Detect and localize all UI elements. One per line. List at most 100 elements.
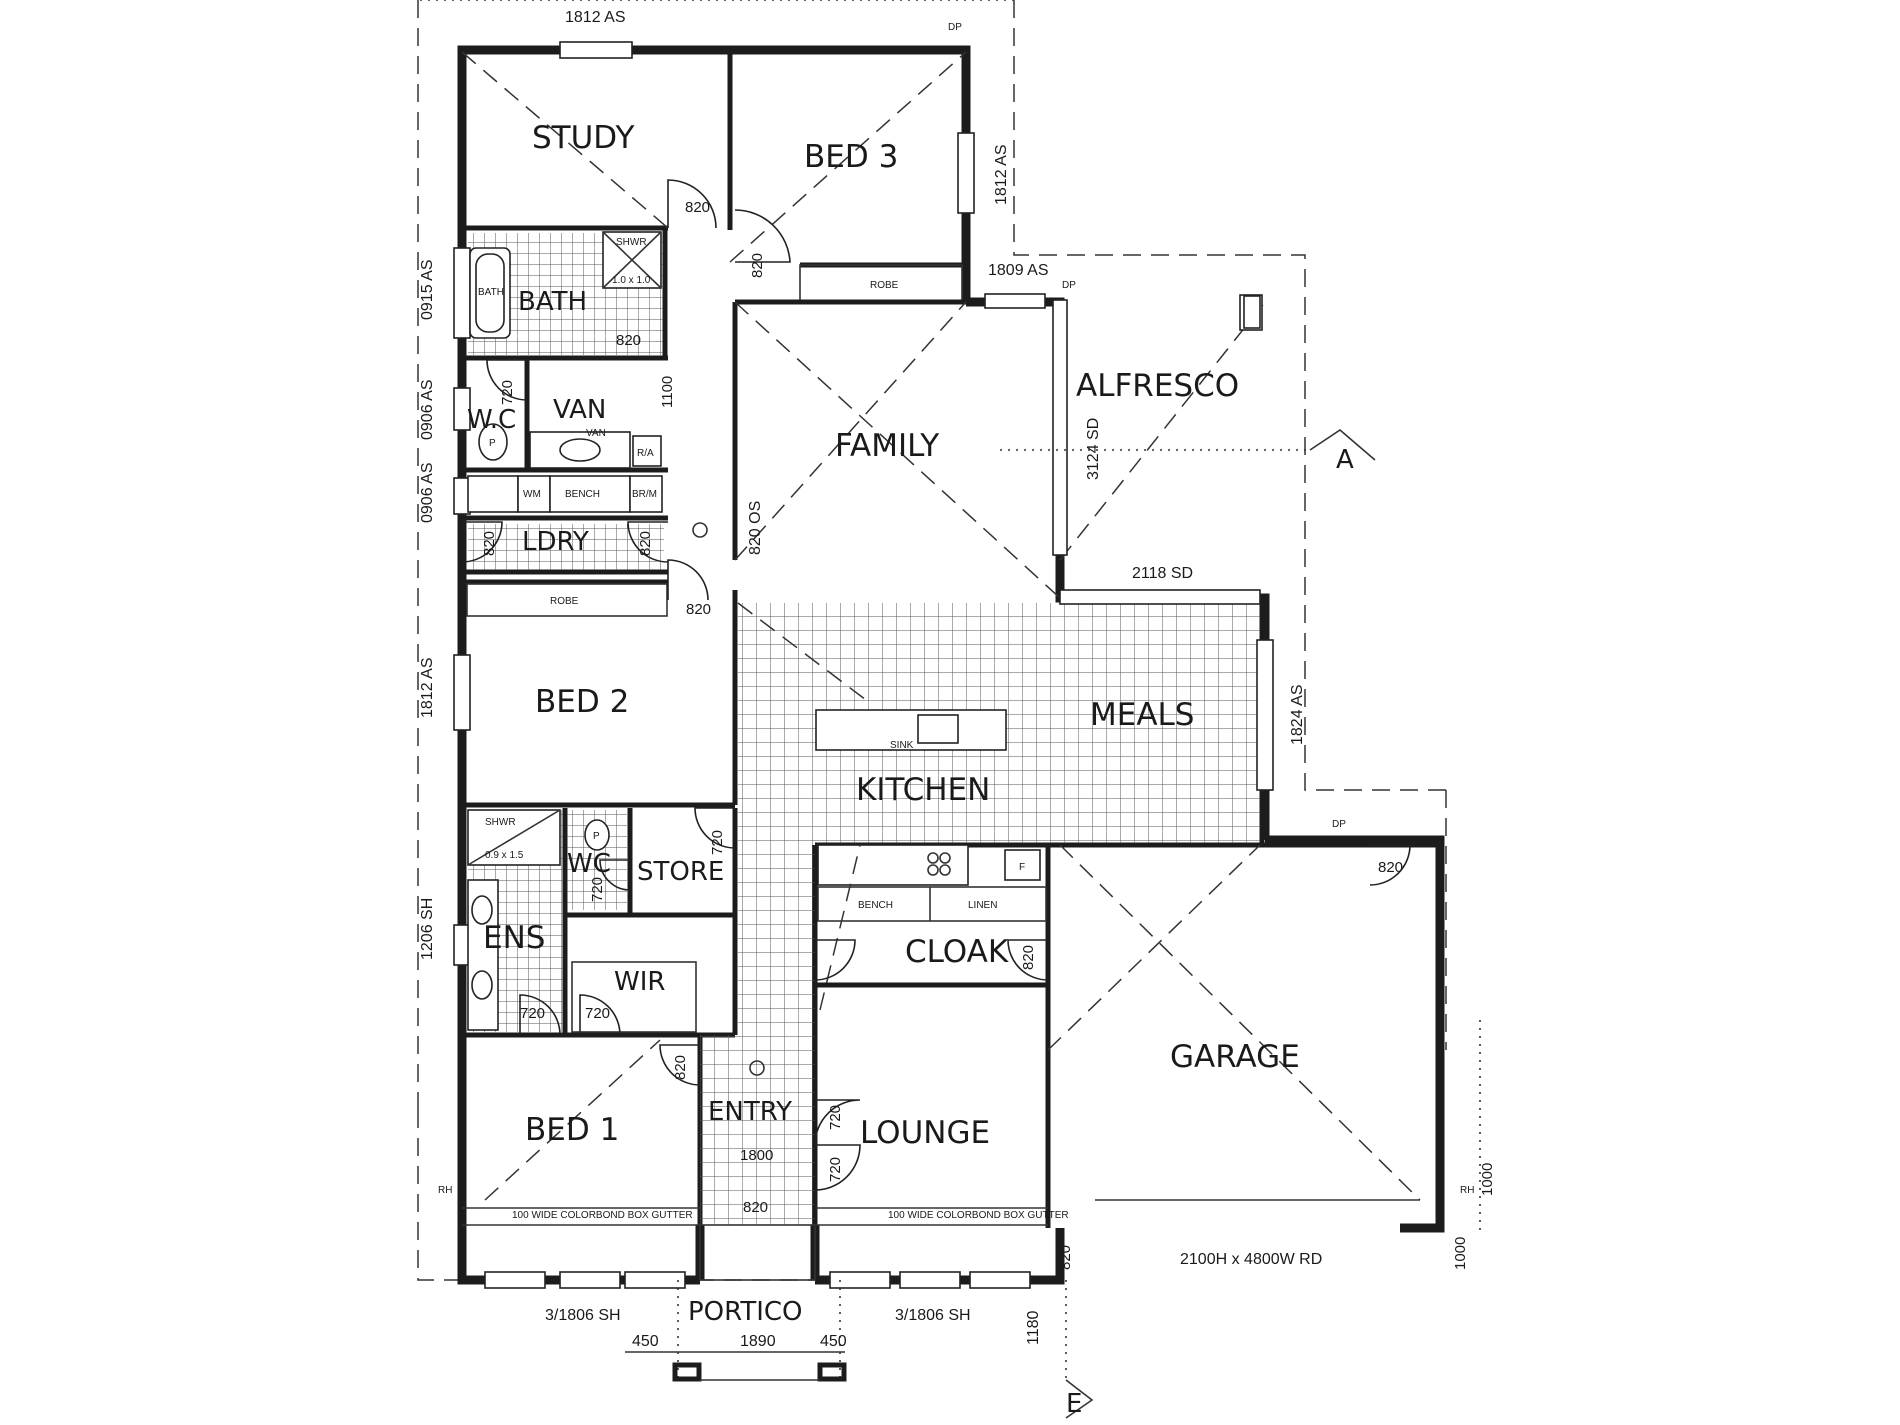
dim-portico-right: 450 [820, 1333, 847, 1350]
door-cloak: 820 [1020, 945, 1037, 970]
room-van: VAN [553, 395, 606, 425]
door-wc: 720 [499, 380, 516, 405]
room-portico: PORTICO [688, 1297, 803, 1327]
dim-garage-door: 2100H x 4800W RD [1180, 1251, 1322, 1268]
room-ldry: LDRY [522, 527, 589, 557]
windows [453, 41, 1274, 1289]
linen-label: LINEN [968, 900, 997, 911]
bath-tub-label: BATH [478, 287, 504, 298]
dim-portico-depth: 1180 [1025, 1310, 1042, 1345]
door-garage: 820 [1378, 859, 1403, 876]
robe-bed2-label: ROBE [550, 596, 579, 607]
door-lounge-1: 720 [827, 1105, 844, 1130]
door-bed2: 820 [686, 601, 711, 618]
dim-portico-left: 450 [632, 1333, 659, 1350]
door-ens: 720 [520, 1005, 545, 1022]
van-fixture-label: VAN [586, 428, 606, 439]
door-hall: 1100 [659, 376, 676, 408]
room-wc-lower: WC [567, 849, 611, 879]
dim-ens-window: 1206 SH [419, 898, 436, 960]
door-study: 820 [685, 199, 710, 216]
room-wir: WIR [614, 967, 665, 997]
dim-bed1-front: 3/1806 SH [545, 1307, 621, 1324]
section-labels: A E [1066, 445, 1354, 1419]
door-wc-lower: 720 [589, 877, 606, 902]
room-lounge: LOUNGE [860, 1115, 990, 1151]
door-bed3: 820 [749, 253, 766, 278]
bench-ldry-label: BENCH [565, 489, 600, 500]
kitchen-fixtures: SINK F [815, 709, 1041, 886]
dim-bed3-window: 1812 AS [993, 145, 1010, 206]
portico [625, 1224, 847, 1382]
dim-entry-door: 1800 [740, 1147, 773, 1164]
room-entry: ENTRY [708, 1097, 792, 1127]
rh-left-label: RH [438, 1185, 452, 1196]
section-a-label: A [1336, 445, 1354, 475]
room-store: STORE [637, 857, 724, 887]
room-bed2: BED 2 [535, 684, 629, 720]
dp-label-1: DP [1062, 280, 1076, 291]
door-lounge-2: 720 [827, 1157, 844, 1182]
dimension-labels: 1812 AS 1812 AS 1809 AS 0915 AS 0906 AS … [419, 9, 1322, 1350]
door-side-1: 1000 [1452, 1237, 1469, 1270]
dim-top-window: 1812 AS [565, 9, 626, 26]
sink-label: SINK [890, 740, 914, 751]
door-store: 720 [709, 830, 726, 855]
door-side-2: 1000 [1479, 1163, 1496, 1196]
fixture-labels: ROBE ROBE BENCH WM BR/M R/A SHWR 1.0 x 1… [438, 22, 1474, 1221]
door-bath: 820 [616, 332, 641, 349]
room-ens: ENS [483, 920, 545, 956]
dp-label-3: DP [948, 22, 962, 33]
dim-bath-window: 0915 AS [419, 260, 436, 321]
room-bath: BATH [518, 287, 587, 317]
wm-label: WM [523, 489, 541, 500]
dim-family-door: 820 OS [747, 501, 764, 555]
section-markers [1000, 428, 1481, 1419]
brm-label: BR/M [632, 489, 657, 500]
room-study: STUDY [532, 120, 634, 156]
door-ldry-right: 820 [637, 531, 654, 556]
room-family: FAMILY [835, 428, 939, 464]
section-e-label: E [1066, 1389, 1082, 1419]
dim-portico-width: 1890 [740, 1333, 776, 1350]
dim-portico-door: 820 [743, 1199, 768, 1216]
dim-ldry-window: 0906 AS [419, 463, 436, 524]
door-bed1: 820 [672, 1055, 689, 1080]
gutter-right-label: 100 WIDE COLORBOND BOX GUTTER [888, 1210, 1069, 1221]
dp-label-2: DP [1332, 819, 1346, 830]
wet-fixtures [467, 231, 1261, 1076]
room-labels: STUDY BED 3 BATH VAN W.C LDRY FAMILY ALF… [467, 120, 1300, 1327]
dim-alfresco-bottom: 2118 SD [1132, 565, 1193, 582]
dim-alfresco-window: 1809 AS [988, 262, 1049, 279]
robe-bed3-label: ROBE [870, 280, 899, 291]
room-garage: GARAGE [1170, 1039, 1300, 1075]
fridge-label: F [1019, 862, 1025, 873]
bench-cloak-label: BENCH [858, 900, 893, 911]
dim-alfresco-side: 3124 SD [1085, 418, 1102, 480]
pan-upper-label: P [489, 438, 496, 449]
door-wir: 720 [585, 1005, 610, 1022]
pan-lower-label: P [593, 831, 600, 842]
dim-wc-window: 0906 AS [419, 380, 436, 441]
room-meals: MEALS [1090, 697, 1195, 733]
room-alfresco: ALFRESCO [1076, 368, 1239, 404]
room-cloak: CLOAK [905, 934, 1009, 970]
door-size-labels: 820 820 820 720 1100 820 820 820 720 720… [481, 199, 1496, 1270]
room-bed1: BED 1 [525, 1112, 619, 1148]
room-bed3: BED 3 [804, 139, 898, 175]
room-diagonals [461, 51, 1421, 1201]
shwr-upper-size: 1.0 x 1.0 [612, 275, 651, 286]
door-swings [461, 179, 1411, 1191]
ra-label: R/A [637, 448, 654, 459]
room-wc-upper: W.C [467, 405, 516, 435]
rh-right-label: RH [1460, 1185, 1474, 1196]
shwr-lower-label: SHWR [485, 817, 516, 828]
dim-lounge-front: 3/1806 SH [895, 1307, 971, 1324]
gutter-left-label: 100 WIDE COLORBOND BOX GUTTER [512, 1210, 693, 1221]
dim-meals-window: 1824 AS [1289, 685, 1306, 746]
shwr-upper-label: SHWR [616, 237, 647, 248]
shwr-lower-size: 0.9 x 1.5 [485, 850, 524, 861]
dim-bed2-window: 1812 AS [419, 658, 436, 719]
room-kitchen: KITCHEN [856, 772, 990, 808]
